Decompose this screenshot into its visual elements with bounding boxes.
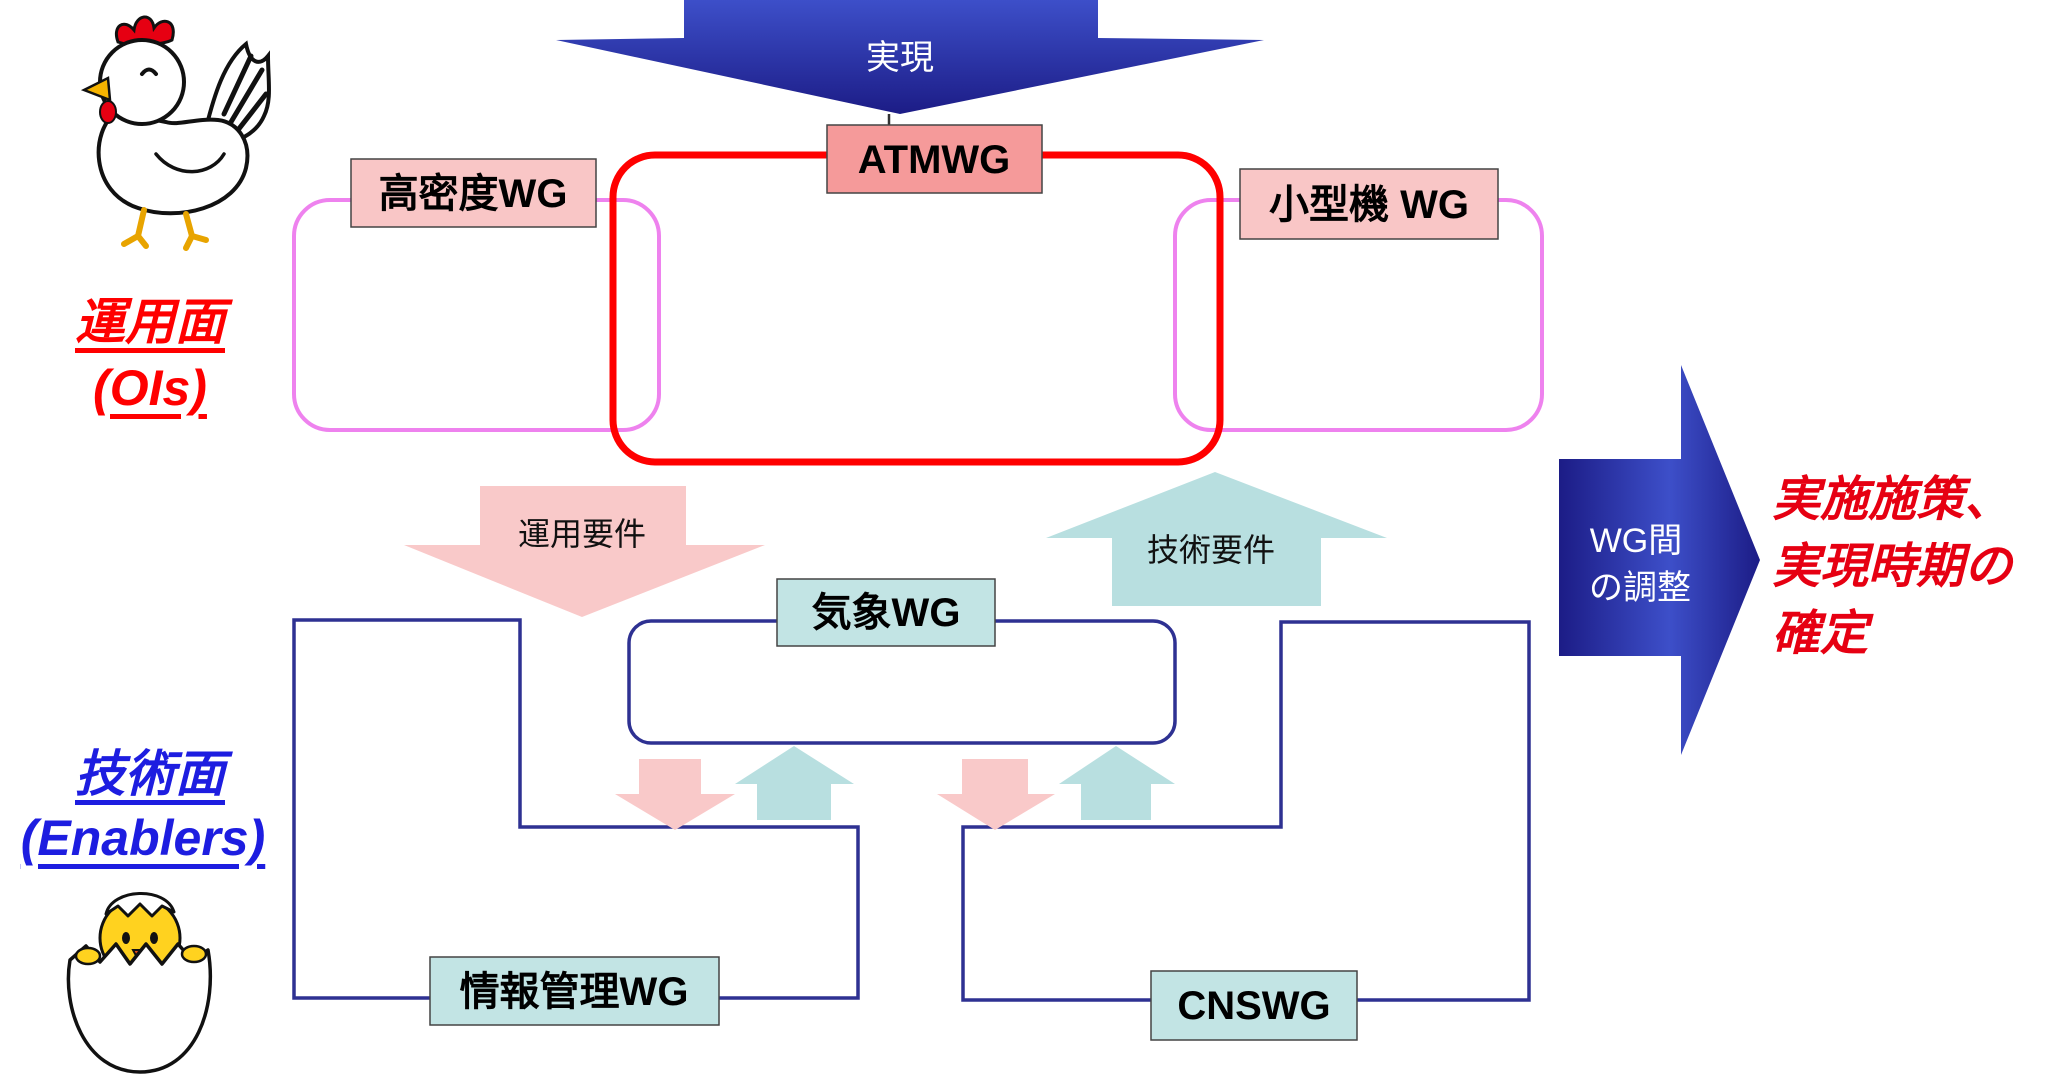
coordination-label-line-2: の調整	[1589, 569, 1691, 607]
operational-requirements-arrow: 運用要件	[404, 486, 765, 617]
atm-wg-frame	[609, 151, 1224, 466]
realization-arrow-label: 実現	[866, 39, 934, 77]
atm-wg-label-text: ATMWG	[858, 138, 1011, 182]
small-aircraft-wg-label: 小型機 WG	[1239, 168, 1499, 240]
small-aircraft-wg-label-box	[1239, 168, 1499, 240]
requirements-down-arrow-left	[615, 759, 735, 830]
high-density-wg-frame	[292, 198, 661, 432]
realization-arrow: 実現	[556, 0, 1264, 114]
technical-requirements-arrow: 技術要件	[1046, 472, 1387, 606]
requirements-down-arrow-right	[937, 759, 1055, 830]
operations-section-label: 運用面	[75, 294, 233, 350]
cns-wg-frame	[961, 620, 1531, 1002]
cns-wg-label: CNSWG	[1150, 970, 1358, 1041]
technical-requirements-label: 技術要件	[1147, 532, 1275, 568]
enablers-section-sublabel: (Enablers)	[21, 810, 266, 866]
meteorology-wg-label-text: 気象WG	[812, 591, 961, 635]
realization-arrow-shape	[556, 0, 1264, 114]
information-management-wg-label-box	[429, 956, 720, 1026]
outcome-line-3: 確定	[1772, 608, 1874, 661]
outcome-line-1: 実施施策、	[1772, 474, 2012, 527]
information-management-wg-frame	[292, 618, 860, 1000]
atm-wg-label: ATMWG	[826, 124, 1043, 194]
meteorology-wg-label-box	[776, 578, 996, 647]
high-density-wg-label-box	[350, 158, 597, 228]
operational-requirements-label: 運用要件	[518, 516, 646, 552]
outcome-text: 実施施策、 実現時期の 確定	[1772, 474, 2015, 661]
high-density-wg-label: 高密度WG	[350, 158, 597, 228]
requirements-up-arrow-right	[1059, 746, 1175, 820]
coordination-label-line-1: WG間	[1590, 522, 1683, 560]
operational-requirements-arrow-shape	[404, 486, 765, 617]
technical-requirements-arrow-shape	[1046, 472, 1387, 606]
enablers-section-label: 技術面	[75, 746, 233, 802]
cns-wg-label-text: CNSWG	[1177, 984, 1330, 1028]
meteorology-wg-label: 気象WG	[776, 578, 996, 647]
small-aircraft-wg-label-text: 小型機 WG	[1269, 183, 1469, 227]
coordination-arrow-shape	[1559, 365, 1760, 755]
high-density-wg-label-text: 高密度WG	[379, 172, 568, 216]
information-management-wg-label-text: 情報管理WG	[460, 970, 689, 1014]
information-management-wg-label: 情報管理WG	[429, 956, 720, 1026]
requirements-up-arrow-left	[735, 746, 854, 820]
operations-section-sublabel: (OIs)	[93, 360, 207, 416]
chick-in-egg-icon	[66, 892, 213, 1074]
chicken-icon	[80, 15, 271, 251]
outcome-line-2: 実現時期の	[1772, 541, 2015, 594]
atm-wg-label-box	[826, 124, 1043, 194]
cns-wg-label-box	[1150, 970, 1358, 1041]
coordination-arrow: WG間 の調整	[1559, 365, 1760, 755]
